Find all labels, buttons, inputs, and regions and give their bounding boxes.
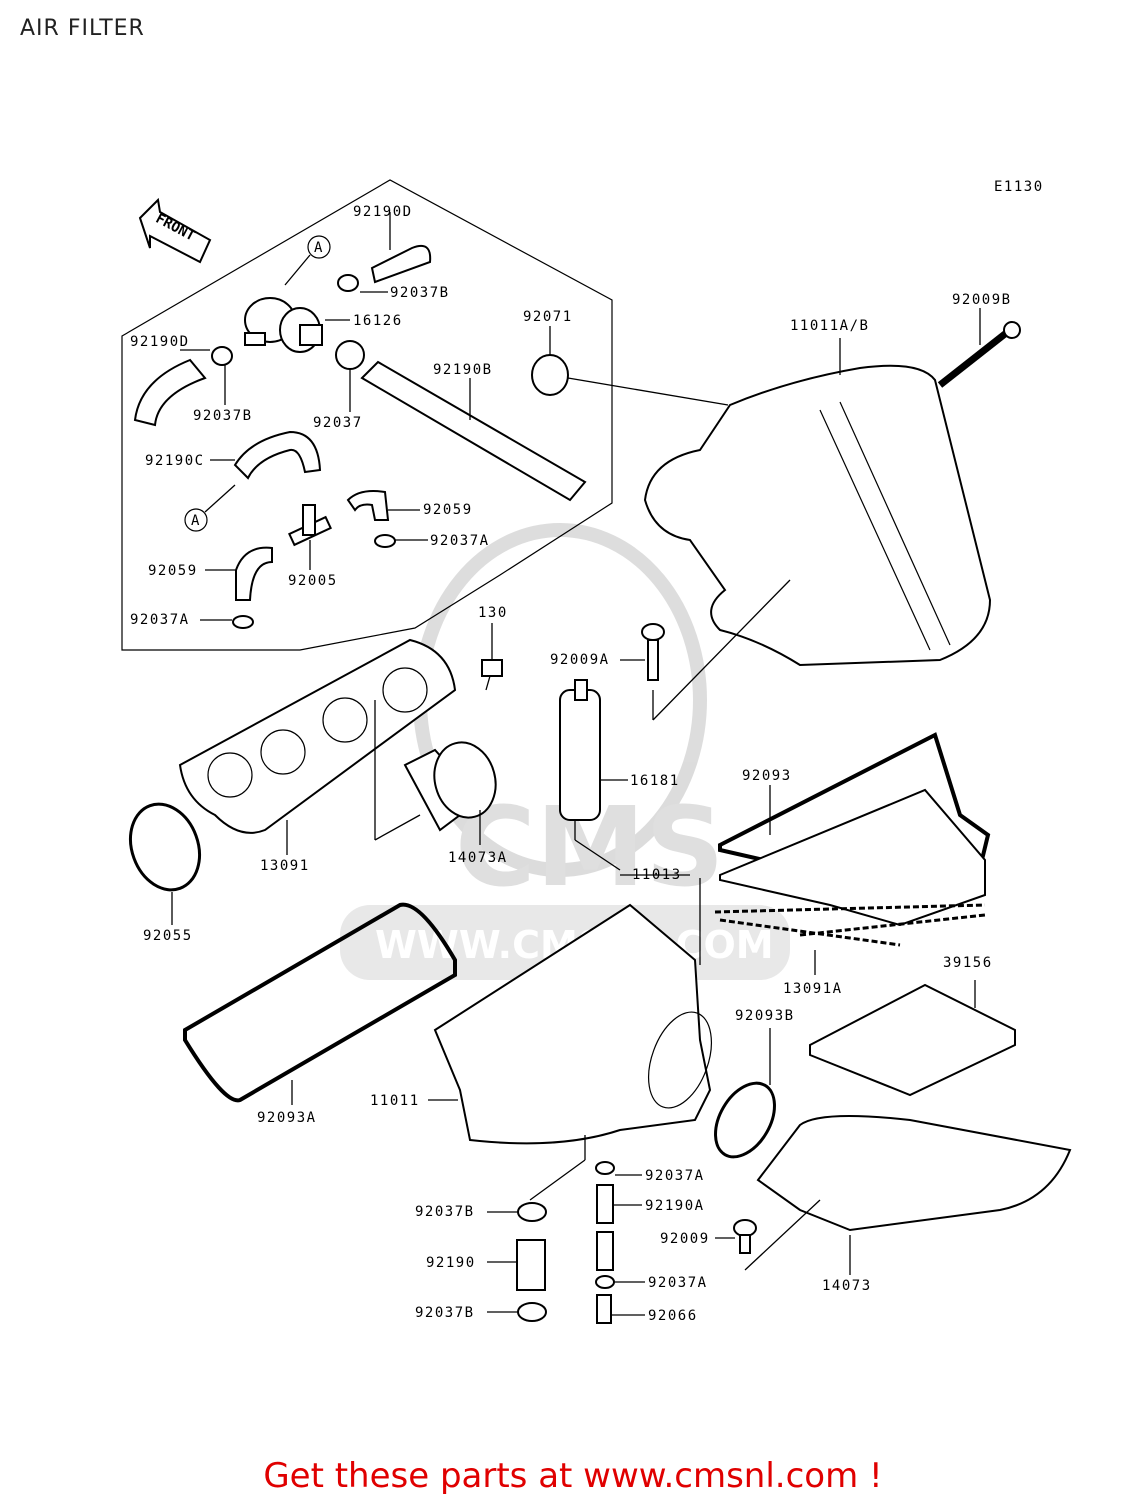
label-92071: 92071 [523,309,573,325]
hose-92190d-left [133,358,207,427]
hose-92190b [360,360,587,502]
upper-case-11011ab [643,364,992,667]
label-92190b: 92190B [433,362,493,378]
label-92037b-top: 92037B [390,285,450,301]
grommet-92071 [531,354,569,396]
clamp-92037 [335,340,365,370]
label-92037b-left: 92037B [193,408,253,424]
hose-92190d-top [370,244,432,284]
label-130: 130 [478,605,508,621]
part-labels: 92190D 92037B 16126 92190D 92037B 92037 … [130,204,1012,1324]
plate-39156 [809,983,1016,1097]
screw-130 [481,659,503,691]
label-92009b: 92009B [952,292,1012,308]
hose-92190c [233,430,322,480]
label-16126: 16126 [353,313,403,329]
label-92190c: 92190C [145,453,205,469]
label-92190a: 92190A [645,1198,705,1214]
label-13091a: 13091A [783,981,843,997]
label-92037: 92037 [313,415,363,431]
label-92037a-b1: 92037A [645,1168,705,1184]
sensor-16181 [559,679,601,821]
label-92093: 92093 [742,768,792,784]
front-arrow-icon: FRONT [138,197,212,264]
screw-92009 [733,1219,757,1254]
label-11011ab: 11011A/B [790,318,869,334]
valve-16126 [244,297,323,353]
label-11013: 11013 [632,867,682,883]
hose-92190a [596,1184,614,1224]
funnel-14073a [403,741,497,832]
gasket-92093b [714,1081,776,1159]
svg-text:A: A [314,240,324,256]
label-92055: 92055 [143,928,193,944]
label-92066: 92066 [648,1308,698,1324]
leader-lines [180,212,981,1316]
duct-14073 [756,1115,1072,1232]
label-92093b: 92093B [735,1008,795,1024]
label-39156: 39156 [943,955,993,971]
holder-13091 [178,638,457,834]
hose-group-outline [121,179,613,651]
hose-92059-left [235,546,273,601]
label-92009a: 92009A [550,652,610,668]
gasket-92055 [129,802,201,892]
label-14073a: 14073A [448,850,508,866]
clamp-92037b-b2 [517,1302,547,1322]
label-92093a: 92093A [257,1110,317,1126]
screw-92009a [641,623,665,681]
clamp-92037b-left [211,346,233,366]
element-11013 [719,788,986,927]
net-13091a [714,903,986,947]
clamp-92037b-top [337,274,359,292]
clamp-92037a-mid [374,534,396,548]
label-11011: 11011 [370,1093,420,1109]
hose-92190a-lower [596,1231,614,1271]
diagram-code: E1130 [994,179,1044,195]
label-13091: 13091 [260,858,310,874]
ref-marker-a-bottom: A [184,508,208,532]
label-92059-right: 92059 [423,502,473,518]
label-92009: 92009 [660,1231,710,1247]
bolt-92009b [937,327,1013,388]
clamp-92037b-b1 [517,1202,547,1222]
lower-case-11011 [433,903,712,1145]
clamp-92037a-left [232,615,254,629]
cap-92066 [596,1294,612,1324]
joint-92005 [288,504,332,547]
hose-92190 [516,1239,546,1291]
label-92037a-mid: 92037A [430,533,490,549]
label-92037b-b2: 92037B [415,1305,475,1321]
label-14073: 14073 [822,1278,872,1294]
label-92190d-left: 92190D [130,334,190,350]
label-92037a-left: 92037A [130,612,190,628]
label-92059-left: 92059 [148,563,198,579]
label-92037b-b1: 92037B [415,1204,475,1220]
gasket-92093a [183,902,457,1103]
hose-92059-right [346,490,390,521]
label-92037a-b2: 92037A [648,1275,708,1291]
label-16181: 16181 [630,773,680,789]
page-title: AIR FILTER [20,16,145,41]
watermark: CMS WWW.CMSNL.COM [340,523,790,980]
label-92190d-top: 92190D [353,204,413,220]
clamp-92037a-b1 [595,1161,615,1175]
label-92190: 92190 [426,1255,476,1271]
clamp-92037a-b2 [595,1275,615,1289]
ref-marker-a-top: A [307,235,331,259]
label-92005: 92005 [288,573,338,589]
footer-link[interactable]: Get these parts at www.cmsnl.com ! [263,1456,883,1496]
svg-text:A: A [191,513,201,529]
